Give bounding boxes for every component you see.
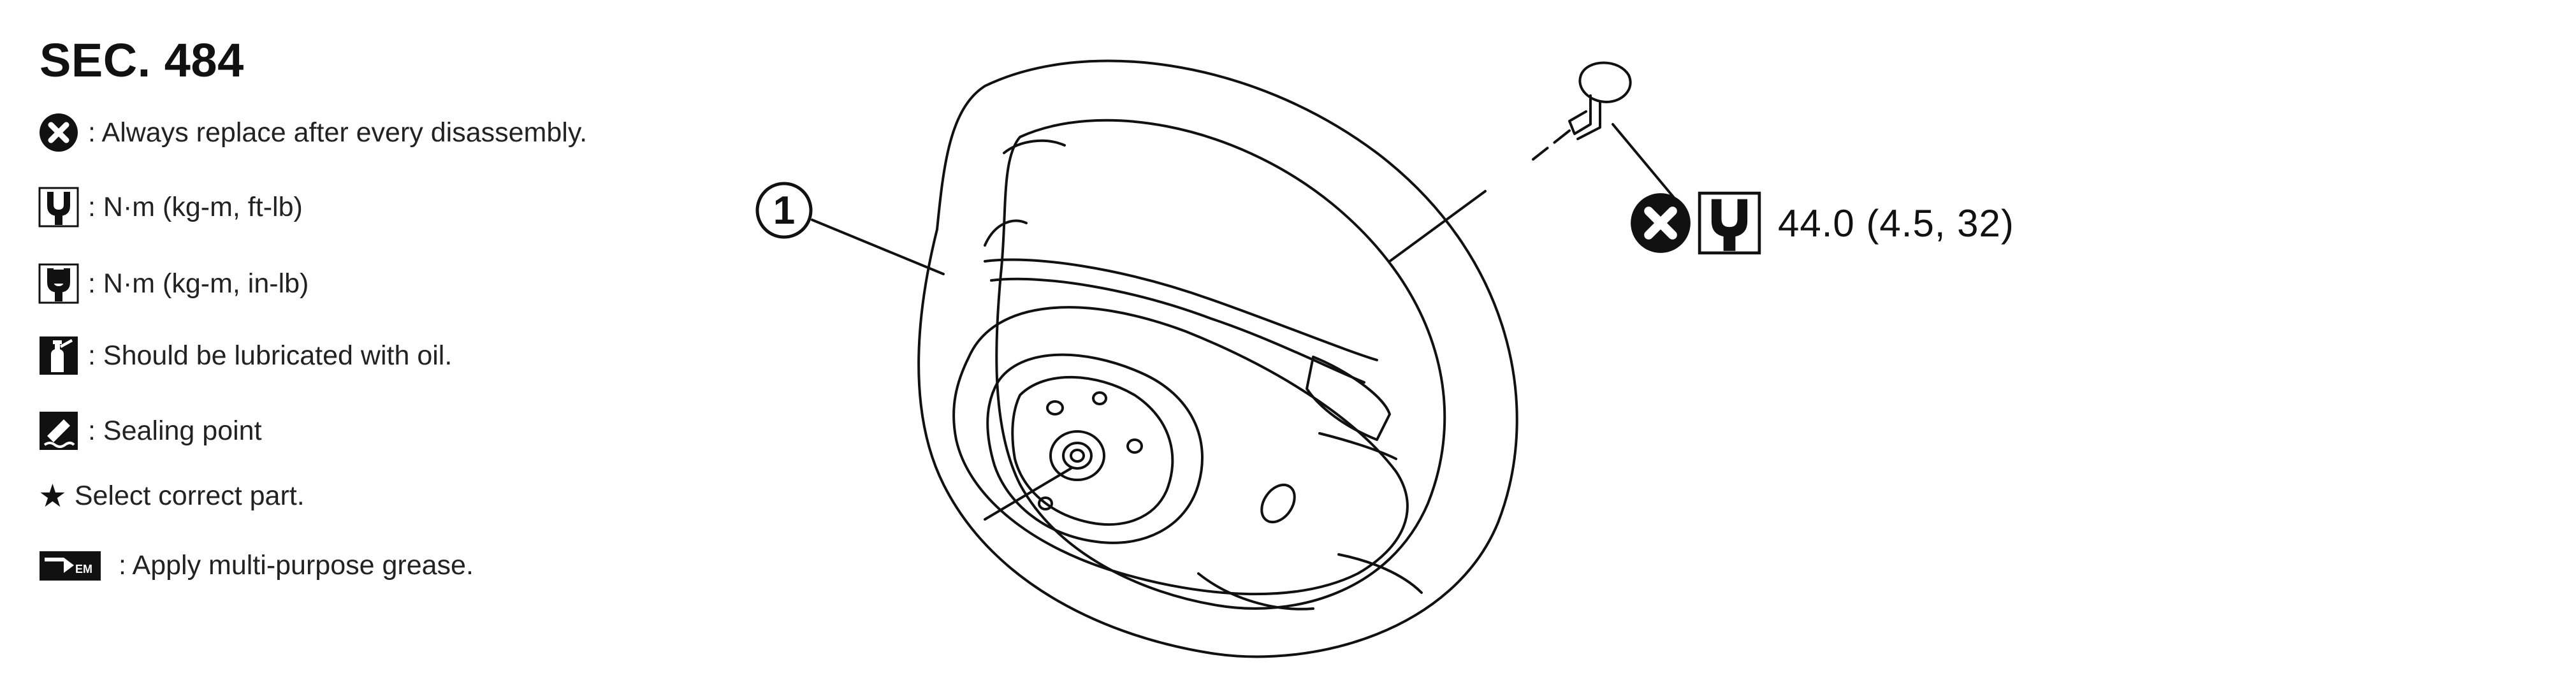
section-title: SEC. 484 <box>40 34 244 87</box>
wheel-inner-rim <box>995 119 1446 610</box>
legend-item-label: : N·m (kg-m, in-lb) <box>88 268 309 299</box>
torque-spec: 44.0 (4.5, 32) <box>1778 201 2014 245</box>
legend-item-label: : Should be lubricated with oil. <box>88 340 453 371</box>
grease-gun-icon: EM <box>38 546 102 584</box>
torque-wrench-filled-icon <box>38 263 79 304</box>
legend-item-select-part: ★ Select correct part. <box>38 470 305 521</box>
svg-text:EM: EM <box>75 563 92 575</box>
legend-item-label: Select correct part. <box>74 480 305 511</box>
torque-wrench-icon <box>1698 191 1761 255</box>
legend-item-torque-ft-lb: : N·m (kg-m, ft-lb) <box>38 182 303 233</box>
star-icon: ★ <box>38 477 67 514</box>
legend-item-label: : Sealing point <box>88 415 262 446</box>
replace-x-circle-icon <box>38 112 79 153</box>
legend-item-label: : Always replace after every disassembly… <box>88 117 588 148</box>
part-number-callout: 1 <box>753 180 815 241</box>
legend-item-torque-in-lb: : N·m (kg-m, in-lb) <box>38 258 309 309</box>
legend-item-sealing: : Sealing point <box>38 405 262 456</box>
torque-callout: 44.0 (4.5, 32) <box>1629 191 2014 255</box>
sealing-point-icon <box>38 410 79 451</box>
legend: : Always replace after every disassembly… <box>0 0 765 694</box>
legend-item-label: : Apply multi-purpose grease. <box>119 549 474 581</box>
part-number: 1 <box>773 188 796 233</box>
bolt-head <box>1578 61 1632 103</box>
legend-item-label: : N·m (kg-m, ft-lb) <box>88 191 303 222</box>
replace-x-circle-icon <box>1629 191 1692 255</box>
wheel-hub <box>952 306 1409 596</box>
wheel-outer-rim <box>917 59 1518 658</box>
torque-wrench-icon <box>38 187 79 228</box>
oil-can-icon <box>38 335 79 376</box>
legend-item-grease: EM : Apply multi-purpose grease. <box>38 540 474 591</box>
bolt-shank <box>1568 94 1592 135</box>
legend-item-oil: : Should be lubricated with oil. <box>38 330 452 381</box>
legend-item-replace: : Always replace after every disassembly… <box>38 107 587 158</box>
